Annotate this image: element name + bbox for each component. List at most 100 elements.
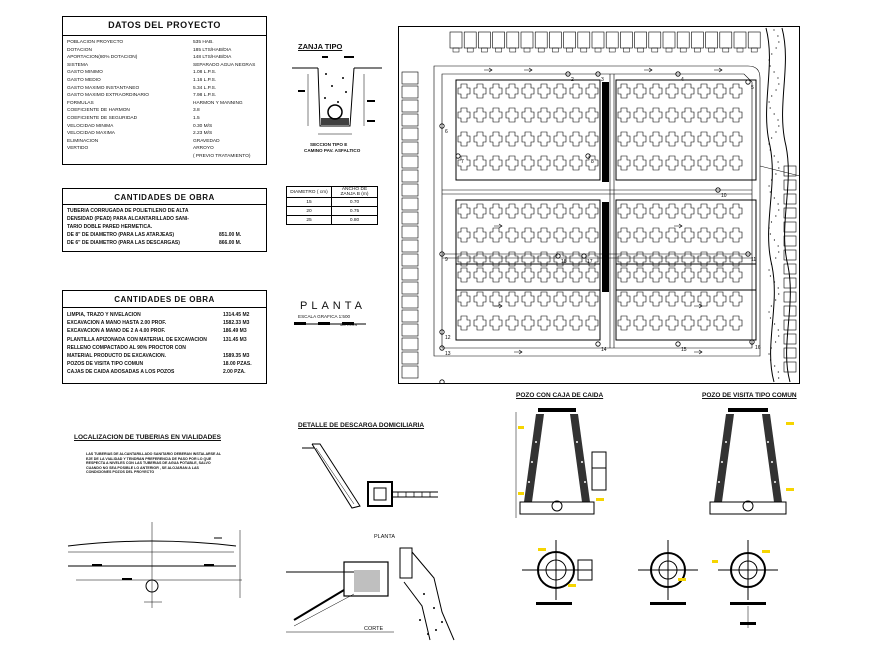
flow-arrow	[644, 67, 653, 73]
house	[457, 131, 471, 147]
row-label: TUBERIA CORRUGADA DE POLIETILENO DE ALTA	[67, 208, 189, 214]
row-value: 1589.35 M3	[223, 352, 250, 359]
cantidades-obra-title-1: CANTIDADES DE OBRA	[114, 193, 215, 202]
site-plan: 123456789101112131415161718	[398, 26, 800, 384]
row-value: 0.30 M/S	[193, 123, 213, 129]
creek-dot	[773, 281, 776, 283]
lot	[523, 47, 531, 53]
row-label: FORMULAS	[67, 100, 94, 106]
lot	[783, 347, 797, 359]
lot	[506, 31, 520, 49]
row-label: GASTO MEDIO	[67, 77, 101, 83]
creek-dot	[771, 137, 773, 139]
house	[697, 291, 711, 307]
row-label: POZOS DE VISITA TIPO COMUN	[67, 361, 144, 368]
house	[553, 227, 567, 243]
house	[697, 251, 711, 267]
flow-arrow	[694, 303, 703, 309]
house	[649, 267, 663, 283]
lot	[608, 47, 616, 53]
row-value: 131.45 M3	[223, 336, 247, 343]
house	[633, 131, 647, 147]
lot	[722, 47, 730, 53]
row-value: GRAVEDAD	[193, 138, 220, 144]
localizacion-title: LOCALIZACION DE TUBERIAS EN VIALIDADES	[74, 434, 221, 441]
house	[697, 155, 711, 171]
house	[713, 155, 727, 171]
creek-dot	[769, 65, 771, 67]
house	[521, 267, 535, 283]
creek-dot	[770, 305, 772, 307]
house	[489, 131, 503, 147]
house	[521, 155, 535, 171]
ancho-cell: 20	[286, 206, 332, 216]
house	[617, 227, 631, 243]
row-label: TARIO DOBLE PARED HERMETICA.	[67, 224, 153, 230]
house	[713, 107, 727, 123]
creek-dot	[769, 149, 771, 151]
panel-row: DENSIDAD (PEAD) PARA ALCANTARILLADO SANI…	[67, 215, 257, 223]
house	[569, 155, 583, 171]
manhole-node	[581, 253, 587, 259]
house	[585, 315, 599, 331]
manhole-node	[745, 251, 751, 257]
row-label: DOTACION	[67, 47, 92, 53]
creek-dot	[778, 209, 780, 211]
row-label: VELOCIDAD MAXIMA	[67, 131, 115, 137]
panel-row: TARIO DOBLE PARED HERMETICA.	[67, 223, 257, 231]
house	[521, 227, 535, 243]
creek-dot	[768, 227, 770, 229]
house	[457, 83, 471, 99]
panel-row: MATERIAL PRODUCTO DE EXCAVACION.1589.35 …	[67, 352, 257, 360]
creek-dot	[769, 275, 772, 277]
lot	[783, 319, 797, 331]
lot	[401, 239, 419, 253]
node-label: 16	[755, 345, 761, 351]
house	[473, 267, 487, 283]
lot	[401, 365, 419, 379]
creek-dot	[768, 143, 770, 145]
lot	[452, 47, 460, 53]
house	[649, 291, 663, 307]
creek-dot	[768, 353, 770, 355]
house	[505, 203, 519, 219]
row-label: COEFICIENTE DE SEGURIDAD	[67, 115, 138, 121]
row-value: ARROYO	[193, 146, 214, 152]
creek-dot	[778, 41, 780, 43]
road-line	[441, 73, 753, 349]
creek-dot	[773, 197, 775, 199]
node-label: 17	[587, 259, 593, 265]
pozo-comun-section	[709, 408, 794, 515]
house	[473, 291, 487, 307]
house	[505, 315, 519, 331]
house	[457, 251, 471, 267]
house	[585, 83, 599, 99]
house	[681, 227, 695, 243]
node-label: 4	[681, 77, 684, 83]
lot	[736, 47, 744, 53]
descarga-title: DETALLE DE DESCARGA DOMICILIARIA	[298, 422, 425, 429]
house	[649, 227, 663, 243]
creek-dot	[769, 107, 771, 109]
house	[473, 131, 487, 147]
creek-dot	[778, 167, 780, 169]
row-value: SEPARADO AGUA NEGRAS	[193, 62, 256, 68]
node-label: 14	[601, 347, 607, 353]
note-line: LAS TUBERIAS DE ALCANTARILLADO SANITARIO…	[86, 452, 222, 456]
house	[457, 315, 471, 331]
lot	[481, 47, 488, 53]
lot	[401, 85, 419, 99]
creek-dot	[778, 377, 780, 379]
lot	[401, 295, 419, 309]
node-label: 18	[561, 259, 567, 265]
manhole-node	[439, 329, 445, 335]
creek-dot	[773, 155, 775, 157]
creek-dot	[768, 59, 770, 61]
